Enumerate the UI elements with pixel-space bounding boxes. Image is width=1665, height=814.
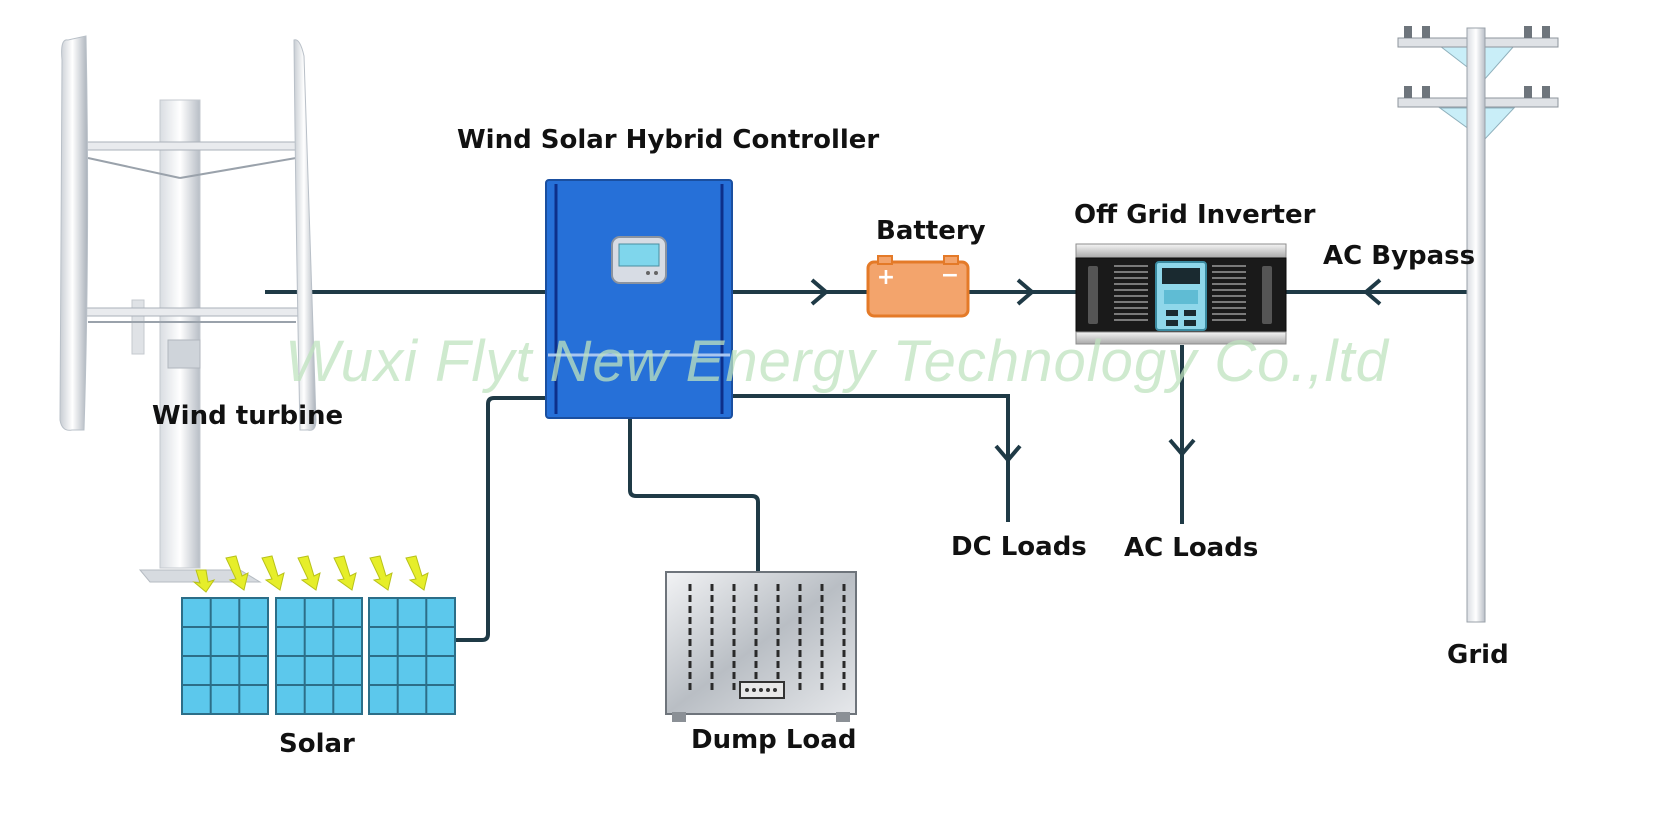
solar-panel-3: [368, 597, 456, 715]
wire-grid-inverter: [1285, 278, 1468, 306]
inverter-display: [1155, 261, 1207, 331]
wire-battery-inverter: [968, 278, 1078, 306]
ac-loads-label: AC Loads: [1124, 533, 1259, 563]
solar-label: Solar: [279, 729, 355, 759]
grid-pole-icon: [1397, 26, 1559, 623]
dump-load-icon: [665, 571, 857, 722]
arrow-to-battery-icon: [810, 278, 830, 306]
arrow-ac-bypass-icon: [1362, 278, 1382, 306]
arrow-dc-loads-icon: [994, 444, 1022, 464]
watermark-text: Wuxi Flyt New Energy Technology Co.,ltd: [285, 329, 1389, 394]
grid-label: Grid: [1447, 640, 1509, 670]
dump-load-label: Dump Load: [691, 725, 857, 755]
battery-plus-symbol: +: [877, 265, 895, 290]
wire-controller-dc-loads: [732, 394, 1022, 522]
sun-rays-icon: [192, 555, 429, 593]
ac-bypass-label: AC Bypass: [1323, 241, 1476, 271]
controller-display: [611, 236, 667, 284]
battery-label: Battery: [876, 216, 986, 246]
wire-solar-controller: [456, 396, 548, 642]
solar-panel-1: [181, 597, 269, 715]
arrow-ac-loads-icon: [1168, 438, 1196, 458]
inverter-label: Off Grid Inverter: [1074, 200, 1316, 230]
arrow-to-inverter-icon: [1016, 278, 1036, 306]
solar-panels-icon: [181, 555, 456, 715]
off-grid-inverter-icon: [1075, 243, 1287, 345]
wire-inverter-ac-loads: [1168, 345, 1196, 524]
dc-loads-label: DC Loads: [951, 532, 1087, 562]
wire-controller-battery: [732, 278, 868, 306]
wind-turbine-icon: [59, 35, 317, 583]
battery-minus-symbol: −: [941, 263, 959, 288]
solar-panel-2: [275, 597, 363, 715]
wind-turbine-label: Wind turbine: [152, 401, 344, 431]
controller-label: Wind Solar Hybrid Controller: [457, 125, 880, 155]
wire-controller-dump-load: [628, 418, 760, 572]
hybrid-controller-icon: [545, 179, 733, 419]
battery-icon: + −: [866, 255, 970, 318]
